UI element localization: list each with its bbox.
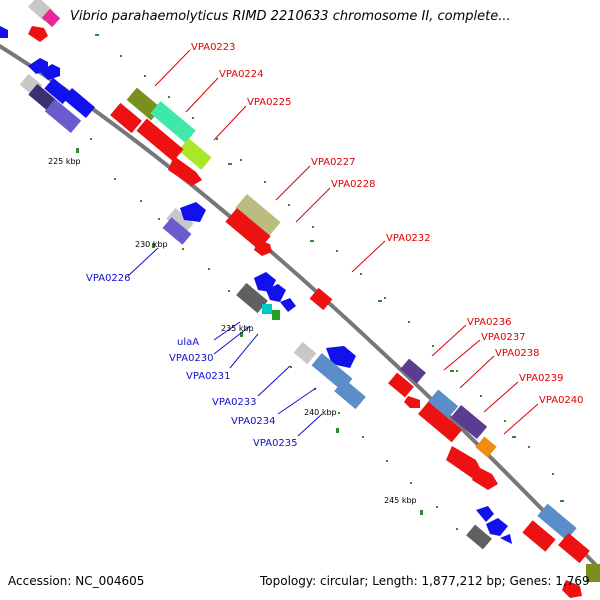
leader-lines-reverse: [127, 247, 323, 437]
gene-block[interactable]: [586, 564, 600, 582]
gene-block[interactable]: [136, 118, 184, 162]
gene-label[interactable]: VPA0228: [331, 179, 376, 190]
gene-block[interactable]: [28, 83, 56, 111]
reverse-genes: [0, 26, 512, 550]
gene-arrow[interactable]: [500, 534, 512, 544]
accession-text: Accession: NC_004605: [8, 574, 145, 588]
gene-block[interactable]: [450, 404, 488, 440]
gene-label[interactable]: VPA0236: [467, 317, 512, 328]
position-label: 230 kbp: [135, 240, 168, 249]
gene-arrow[interactable]: [446, 446, 482, 478]
gene-label[interactable]: VPA0237: [481, 332, 526, 343]
leader-lines-forward: [154, 49, 539, 435]
gene-block[interactable]: [400, 358, 426, 384]
gene-label[interactable]: VPA0233: [212, 397, 257, 408]
gene-label[interactable]: VPA0226: [86, 273, 131, 284]
gene-label[interactable]: VPA0232: [386, 233, 431, 244]
gene-arrow[interactable]: [254, 272, 276, 292]
gene-label[interactable]: VPA0225: [247, 97, 292, 108]
gene-block[interactable]: [262, 304, 272, 314]
gene-label[interactable]: VPA0238: [495, 348, 540, 359]
gene-arrow[interactable]: [180, 202, 206, 222]
map-title: Vibrio parahaemolyticus RIMD 2210633 chr…: [70, 9, 511, 24]
gene-block[interactable]: [166, 207, 194, 235]
gene-block[interactable]: [427, 389, 459, 419]
gene-arrow[interactable]: [254, 240, 272, 256]
gene-block[interactable]: [272, 310, 280, 320]
gene-arrow[interactable]: [562, 580, 582, 598]
gene-label[interactable]: VPA0231: [186, 371, 231, 382]
gene-label[interactable]: ulaA: [177, 337, 199, 348]
gene-label[interactable]: VPA0227: [311, 157, 356, 168]
gene-block[interactable]: [537, 503, 577, 541]
gene-block[interactable]: [225, 207, 271, 251]
gene-arrow[interactable]: [472, 466, 498, 490]
gene-block[interactable]: [236, 282, 268, 314]
gene-label[interactable]: VPA0224: [219, 69, 264, 80]
gene-arrow[interactable]: [476, 506, 494, 522]
gene-arrow[interactable]: [40, 64, 60, 80]
gene-block[interactable]: [309, 287, 333, 311]
gene-block[interactable]: [388, 372, 414, 398]
gene-label[interactable]: VPA0234: [231, 416, 276, 427]
gene-block[interactable]: [44, 98, 82, 134]
gene-arrow[interactable]: [326, 346, 356, 368]
position-label: 240 kbp: [304, 408, 337, 417]
gene-block[interactable]: [293, 341, 317, 365]
topology-text: Topology: circular; Length: 1,877,212 bp…: [260, 574, 590, 588]
gene-label[interactable]: VPA0230: [169, 353, 214, 364]
gene-block[interactable]: [466, 524, 492, 550]
chromosome-backbone: [0, 43, 600, 573]
position-label: 245 kbp: [384, 496, 417, 505]
gene-arrow[interactable]: [168, 156, 202, 186]
position-label: 235 kbp: [221, 324, 254, 333]
gene-block[interactable]: [558, 532, 590, 564]
gene-block[interactable]: [41, 8, 61, 28]
gene-block[interactable]: [162, 217, 192, 245]
gene-label[interactable]: VPA0223: [191, 42, 236, 53]
gene-arrow[interactable]: [404, 396, 420, 408]
gene-block[interactable]: [235, 193, 281, 237]
gene-block[interactable]: [110, 102, 142, 134]
gene-block[interactable]: [150, 101, 196, 143]
scale-ticks: [62, 34, 564, 530]
gene-arrow[interactable]: [280, 298, 296, 312]
gene-block[interactable]: [418, 401, 462, 443]
gene-arrow[interactable]: [486, 518, 508, 536]
gene-block[interactable]: [334, 378, 366, 410]
gene-arrow[interactable]: [0, 26, 8, 38]
gene-arrow[interactable]: [266, 284, 286, 302]
gene-arrow[interactable]: [28, 26, 48, 42]
gene-label[interactable]: VPA0235: [253, 438, 298, 449]
position-label: 225 kbp: [48, 157, 81, 166]
gene-block[interactable]: [178, 138, 212, 170]
gene-label[interactable]: VPA0240: [539, 395, 584, 406]
gene-block[interactable]: [63, 87, 95, 119]
forward-genes: [28, 0, 600, 598]
gene-block[interactable]: [475, 436, 497, 458]
gene-block[interactable]: [522, 520, 556, 552]
gene-label[interactable]: VPA0239: [519, 373, 564, 384]
